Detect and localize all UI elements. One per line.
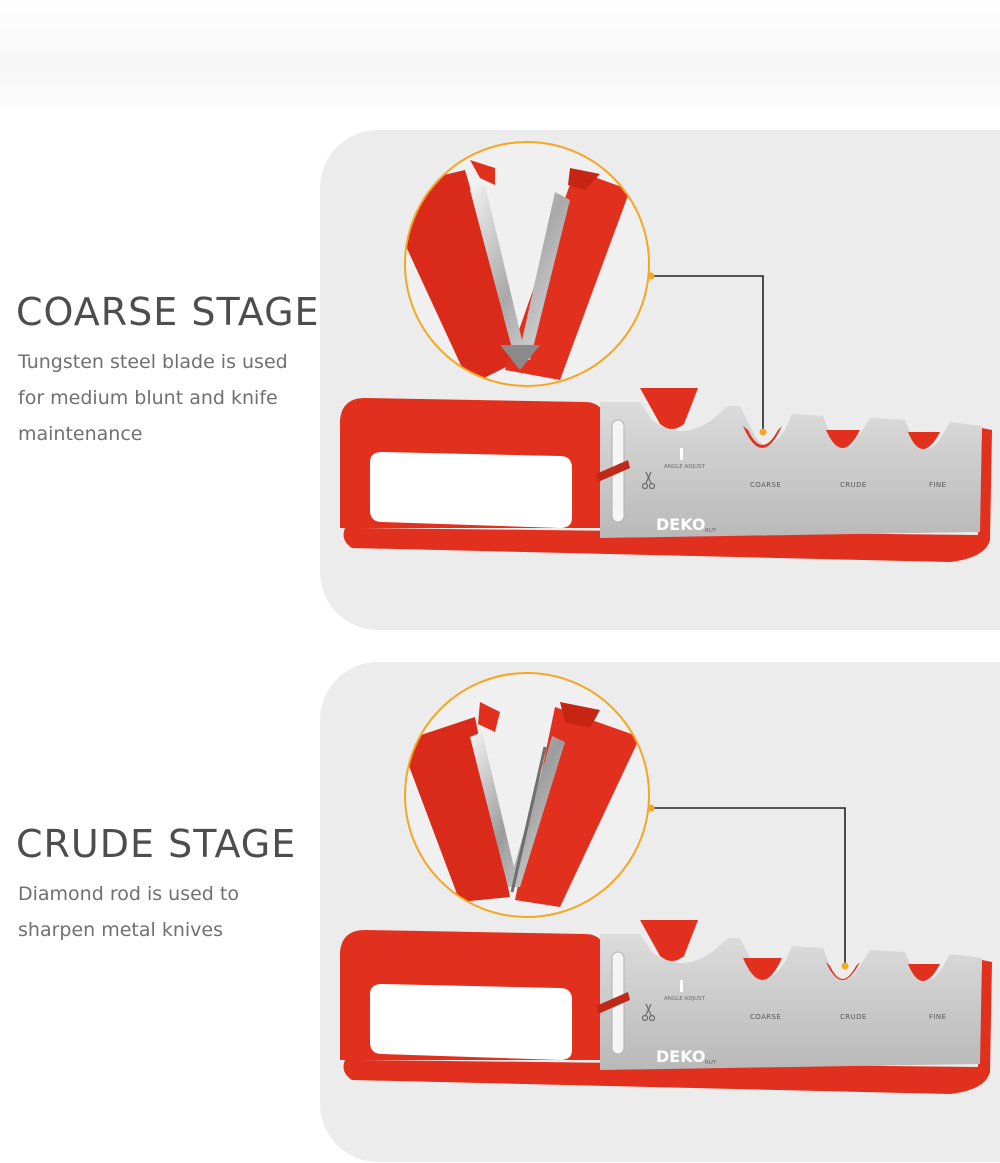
callout-dot <box>759 428 767 436</box>
brand-suffix: RUT <box>705 528 717 534</box>
section-description: Tungsten steel blade is used for medium … <box>18 351 288 445</box>
callout-leader-line <box>651 807 846 964</box>
angle-indicator <box>680 448 683 460</box>
angle-indicator <box>680 980 683 992</box>
slot-label-crude: CRUDE <box>840 481 867 489</box>
brand-suffix: RUT <box>705 1060 717 1066</box>
knife-sharpener: ANGLE ADJUST COARSE CRUDE FINE DEKO RUT <box>340 388 992 562</box>
zoom-callout <box>404 672 849 970</box>
scissors-icon <box>641 1003 656 1022</box>
knife-sharpener: ANGLE ADJUST COARSE CRUDE FINE DEKO RUT <box>340 920 992 1094</box>
callout-leader-line <box>651 275 764 430</box>
brand-logo: DEKO <box>656 515 706 534</box>
callout-dot <box>647 804 655 812</box>
slot-label-coarse: COARSE <box>750 1013 781 1021</box>
callout-dot <box>841 962 849 970</box>
sharpener-illustration: ANGLE ADJUST COARSE CRUDE FINE DEKO RUT <box>340 141 992 562</box>
slot-label-coarse: COARSE <box>750 481 781 489</box>
crude-stage-section: CRUDE STAGE Diamond rod is used to sharp… <box>0 662 1000 1162</box>
slot-label-fine: FINE <box>929 1013 946 1021</box>
angle-adjust-label: ANGLE ADJUST <box>664 996 706 1002</box>
coarse-stage-section: COARSE STAGE Tungsten steel blade is use… <box>0 130 1000 630</box>
brand-logo: DEKO <box>656 1047 706 1066</box>
section-title: CRUDE STAGE <box>16 822 297 866</box>
slot-label-crude: CRUDE <box>840 1013 867 1021</box>
top-band <box>0 0 1000 108</box>
angle-adjust-label: ANGLE ADJUST <box>664 464 706 470</box>
slot-label-fine: FINE <box>929 481 946 489</box>
zoom-callout <box>404 141 767 436</box>
callout-dot <box>647 272 655 280</box>
section-title: COARSE STAGE <box>16 290 320 334</box>
scissors-icon <box>641 471 656 490</box>
section-description: Diamond rod is used to sharpen metal kni… <box>18 883 239 941</box>
sharpener-illustration: ANGLE ADJUST COARSE CRUDE FINE DEKO RUT <box>340 672 992 1094</box>
